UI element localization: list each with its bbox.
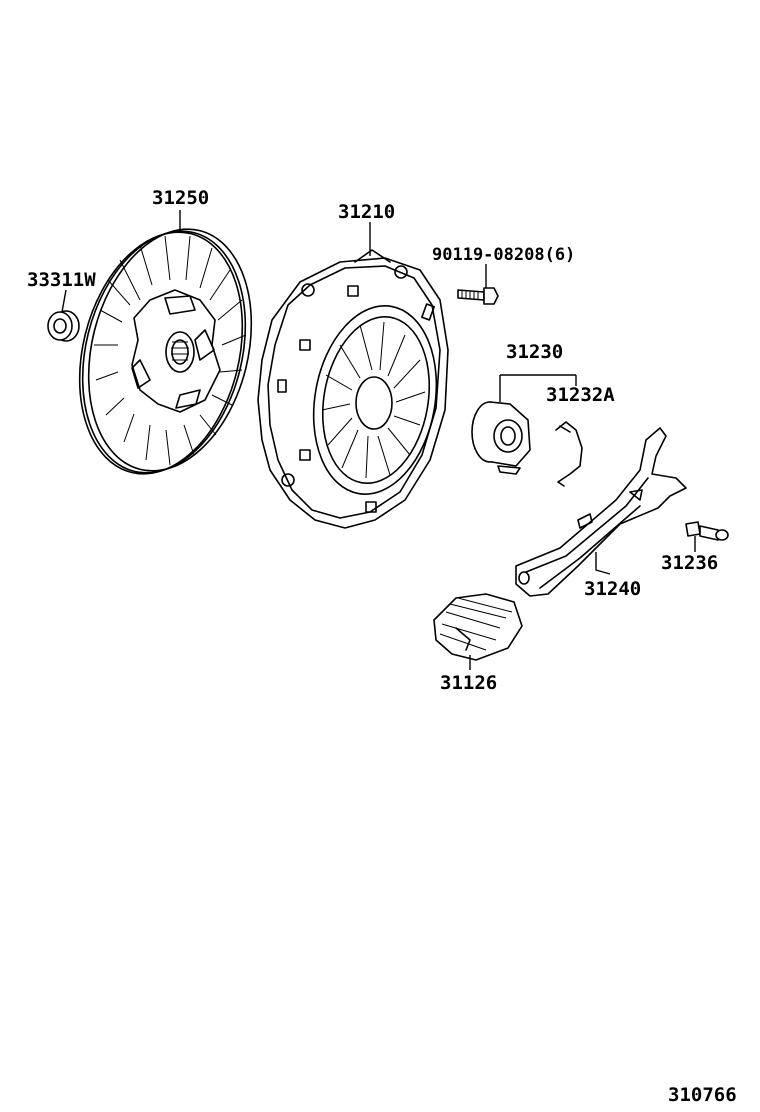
fork-support-drawing (685, 521, 729, 541)
release-fork-label: 31240 (584, 578, 641, 600)
pilot-bearing-label: 33311W (27, 269, 96, 291)
clutch-cover-drawing (257, 249, 449, 529)
pilot-bearing-drawing (47, 310, 80, 342)
diagram-id: 310766 (668, 1084, 737, 1106)
release-fork-drawing (515, 427, 687, 597)
clutch-disc-drawing (78, 228, 253, 475)
clutch-cover-label: 31210 (338, 201, 395, 223)
fork-support-label: 31236 (661, 552, 718, 574)
release-bearing-drawing (471, 401, 531, 475)
clutch-disc-label: 31250 (152, 187, 209, 209)
cover-bolt-label: 90119-08208(6) (432, 245, 575, 265)
release-bearing-clip-drawing (555, 421, 583, 487)
release-fork-leader (595, 552, 611, 575)
release-bearing-label: 31230 (506, 341, 563, 363)
cover-bolt-drawing (457, 287, 499, 305)
release-bearing-leader (499, 374, 577, 402)
pilot-bearing-leader (61, 289, 67, 313)
release-fork-boot-drawing (433, 593, 523, 661)
release-bearing-clip-label: 31232A (546, 384, 615, 406)
release-fork-boot-label: 31126 (440, 672, 497, 694)
